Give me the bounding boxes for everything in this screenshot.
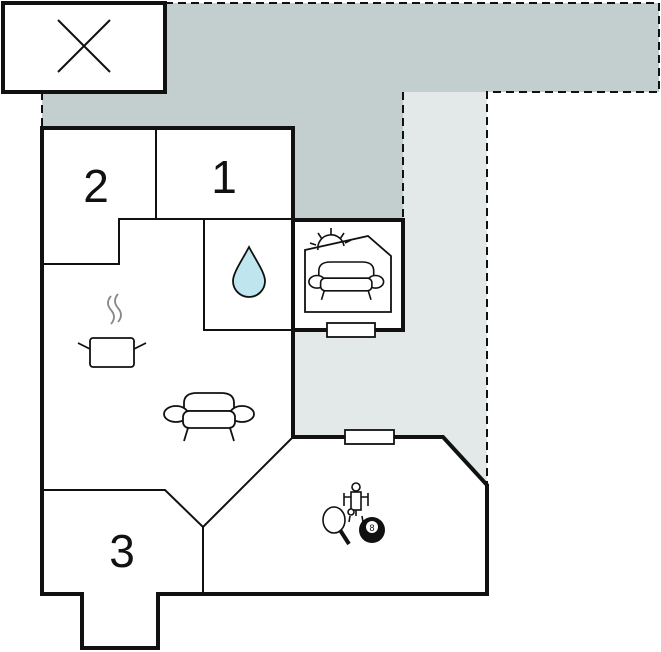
conservatory — [291, 218, 405, 332]
interior-walls — [42, 128, 294, 594]
room-number-3: 3 — [109, 525, 135, 577]
billiard-ball-number: 8 — [369, 523, 374, 533]
water-drop-icon — [232, 245, 266, 298]
garden-area — [293, 92, 487, 485]
foosball-icon — [343, 482, 369, 523]
bathroom — [232, 245, 266, 298]
property-boundary-dashed — [41, 2, 660, 485]
cooking-pot-icon — [77, 293, 147, 368]
no-entry-x-icon — [57, 19, 111, 73]
outdoor-areas — [41, 2, 660, 485]
window — [344, 429, 395, 445]
conservatory-roof-outline — [304, 235, 392, 313]
window — [326, 322, 376, 338]
sofa-icon — [308, 261, 385, 301]
no-entry-box — [1, 1, 167, 94]
table-tennis-icon — [322, 506, 355, 546]
sofa-icon — [163, 392, 255, 442]
sun-icon — [309, 228, 352, 251]
room-number-2: 2 — [83, 160, 109, 212]
billiard-ball-icon: 8 — [359, 517, 385, 543]
room-number-1: 1 — [211, 151, 237, 203]
terrace-area — [42, 3, 659, 220]
